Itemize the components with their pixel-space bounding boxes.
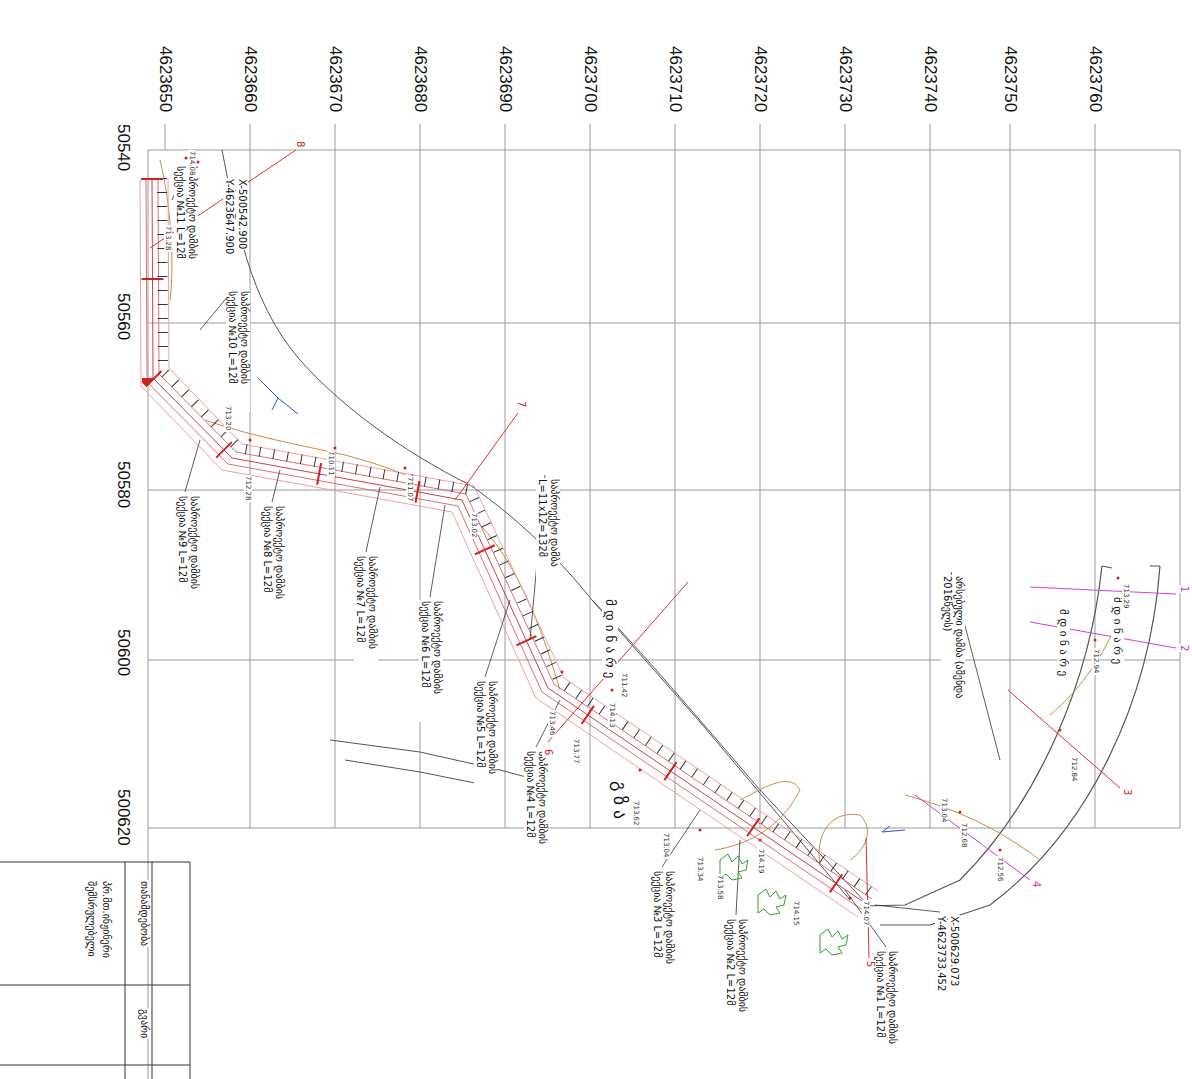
elevation-mark: 713.34 xyxy=(696,856,704,883)
dam-label: საპროექტო დამბა L=11x12=132მ xyxy=(536,478,560,598)
section-number: 3 xyxy=(1121,788,1133,796)
section-label: საპროექტო დამბის სექცია №7 L=12მ xyxy=(354,555,378,677)
elevation-mark: 713.58 xyxy=(716,874,724,901)
survey-points xyxy=(185,157,1120,912)
elevation-mark: 710.11 xyxy=(327,450,335,477)
elevation-mark: 712.94 xyxy=(1092,648,1100,675)
elevation-mark: 711.42 xyxy=(620,672,628,699)
title-block xyxy=(0,862,190,1079)
coordinate-grid xyxy=(148,124,1180,1079)
elevation-mark: 714.07 xyxy=(862,900,870,927)
point-coordinate: Y-4623647.900 xyxy=(223,178,235,255)
river-name: მ დ ი ნ ა რ ე xyxy=(1057,608,1070,677)
road-name: გ ზ ა xyxy=(608,780,630,820)
elevation-mark: 713.20 xyxy=(224,405,232,432)
elevation-mark: 713.62 xyxy=(632,800,640,827)
section-number: 2 xyxy=(1178,644,1190,652)
elevation-mark: 714.19 xyxy=(757,848,765,875)
section-label: საპროექტო დამბის სექცია №4 L=12მ xyxy=(524,750,548,872)
river-name: მ დ ი ნ ა რ ე xyxy=(602,598,618,679)
grid-coordinate: 4623700 xyxy=(580,45,600,113)
grid-coordinate: 4623670 xyxy=(325,45,345,113)
section-label: საპროექტო დამბის სექცია №10 L=12მ xyxy=(226,290,250,412)
section-label: საპროექტო დამბის სექცია №1 L=12მ xyxy=(874,950,898,1072)
grid-coordinate: 4623720 xyxy=(750,45,770,113)
table-cell: შემსრულებელი xyxy=(85,880,97,958)
elevation-mark: 712.28 xyxy=(244,475,252,502)
section-number: 8 xyxy=(294,140,306,148)
elevation-mark: 713.04 xyxy=(662,832,670,859)
elevation-mark: 713.28 xyxy=(164,225,172,252)
elevation-mark: 713.02 xyxy=(470,512,478,539)
table-cell: პრ.მთ.ინჟინერი xyxy=(100,880,112,959)
section-number: 7 xyxy=(515,400,527,408)
elevation-mark: 712.84 xyxy=(1070,756,1078,783)
section-number: 5 xyxy=(864,960,876,968)
elevation-mark: 713.77 xyxy=(572,738,580,765)
point-coordinate: X-500542.900 xyxy=(236,178,248,250)
section-label: საპროექტო დამბის სექცია №5 L=12მ xyxy=(474,680,498,802)
section-label: საპროექტო დამბის სექცია №2 L=12მ xyxy=(724,918,748,1040)
section-number: 6 xyxy=(542,748,554,756)
section-label: საპროექტო დამბის სექცია №11 L=12მ xyxy=(174,165,198,287)
grid-coordinate: 50580 xyxy=(113,460,133,509)
grid-coordinate: 500620 xyxy=(113,788,133,847)
elevation-mark: 714.13 xyxy=(608,702,616,729)
section-label: საპროექტო დამბის სექცია №9 L=12მ xyxy=(176,495,200,617)
section-label: საპროექტო დამბის სექცია №8 L=12მ xyxy=(261,505,285,627)
grid-coordinate: 4623680 xyxy=(410,45,430,113)
point-coordinate: X-500629.073 xyxy=(948,915,960,987)
grid-coordinate: 4623690 xyxy=(495,45,515,113)
grid-coordinate: 4623760 xyxy=(1085,45,1105,113)
section-lines xyxy=(150,150,1176,958)
bank-lines xyxy=(222,150,868,905)
point-coordinate: Y-4623733.452 xyxy=(935,915,947,992)
elevation-mark: 711.07 xyxy=(406,476,414,503)
grid-coordinate: 4623660 xyxy=(240,45,260,113)
grid-coordinate: 4623710 xyxy=(665,45,685,113)
section-label: საპროექტო დამბის სექცია №6 L=12მ xyxy=(419,600,443,722)
elevation-mark: 714.15 xyxy=(792,900,800,927)
flow-arrow xyxy=(258,378,905,832)
designed-dam xyxy=(140,178,878,917)
table-cell: გვარი xyxy=(138,1008,150,1039)
grid-coordinate: 50540 xyxy=(113,123,133,172)
contour-lines xyxy=(160,160,1125,865)
elevation-mark: 713.29 xyxy=(1122,583,1130,610)
leader-lines xyxy=(172,168,1000,947)
elevation-mark: 713.46 xyxy=(548,710,556,737)
section-number: 1 xyxy=(1178,585,1190,593)
grid-coordinate: 4623650 xyxy=(155,45,175,113)
elevation-mark: 714.08 xyxy=(188,150,196,177)
section-number: 4 xyxy=(1030,880,1042,888)
existing-dam-label: არსებული დამბა (აშენდა 2016წელს) xyxy=(941,575,965,702)
elevation-mark: 712.56 xyxy=(996,856,1004,883)
grid-coordinate: 50560 xyxy=(113,292,133,341)
grid-coordinate: 50600 xyxy=(113,628,133,677)
table-cell: თანამდებობა xyxy=(138,880,150,947)
elevation-mark: 712.68 xyxy=(960,822,968,849)
elevation-mark: 713.04 xyxy=(940,797,948,824)
existing-dam xyxy=(862,566,1160,925)
section-label: საპროექტო დამბის სექცია №3 L=12მ xyxy=(651,870,675,992)
grid-coordinate: 4623740 xyxy=(920,45,940,113)
grid-coordinate: 4623730 xyxy=(835,45,855,113)
grid-coordinate: 4623750 xyxy=(1000,45,1020,113)
